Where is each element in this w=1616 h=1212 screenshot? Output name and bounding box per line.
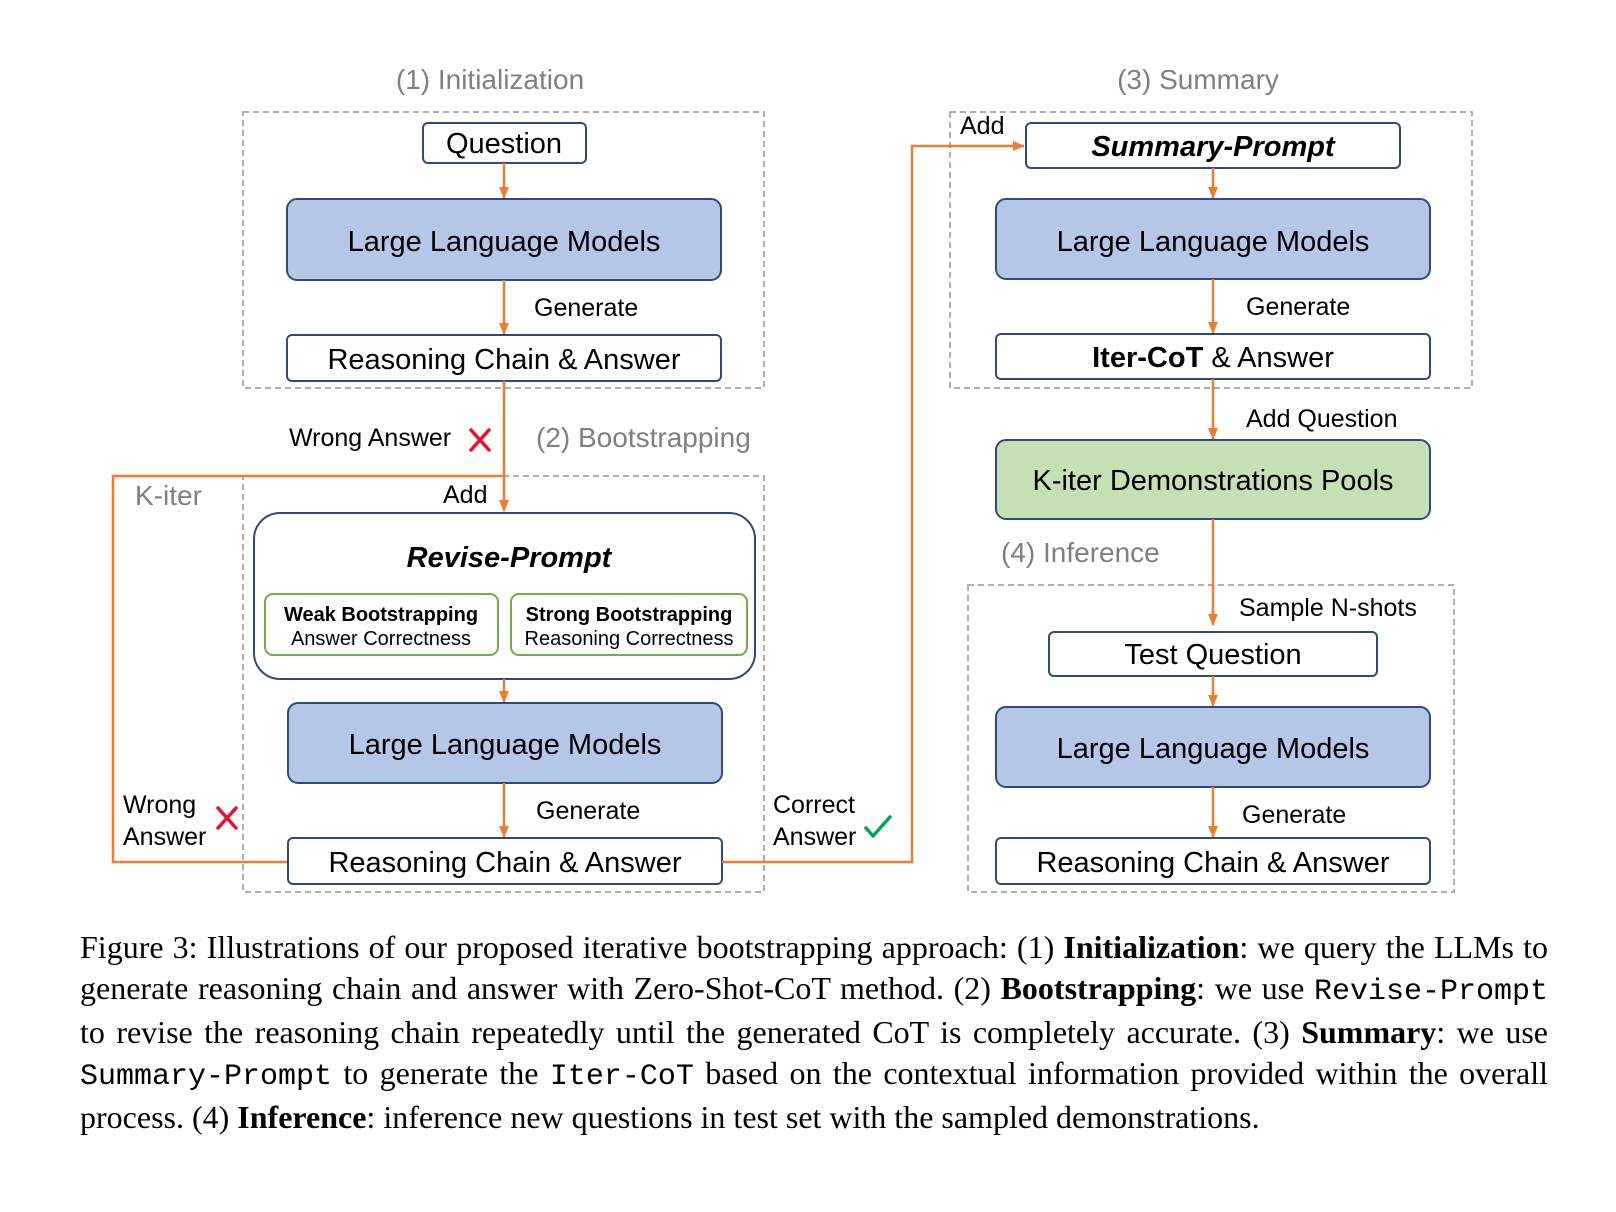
k-iter-loop-line [111, 474, 504, 864]
caption-text-2: : we query the LLMs to generate reasonin… [80, 929, 1549, 1006]
caption-bold-inference: Inference [237, 1099, 367, 1135]
summary-frame [949, 111, 1473, 389]
revise-prompt-label: Revise-Prompt [407, 542, 613, 574]
question-label: Question [446, 128, 562, 160]
itercot-rest: & Answer [1203, 342, 1334, 374]
caption-text-3: : we use [1196, 969, 1314, 1006]
test-question-label: Test Question [1124, 639, 1301, 671]
generate-label-init: Generate [534, 294, 638, 322]
reasoning-chain-label-inference: Reasoning Chain & Answer [1036, 847, 1389, 879]
caption-code-itercot: Iter-CoT [549, 1059, 694, 1094]
caption-code-revise-prompt: Revise-Prompt [1313, 974, 1549, 1009]
sample-nshots-label: Sample N-shots [1239, 594, 1417, 622]
initialization-frame [242, 111, 765, 389]
caption-text-4: to revise the reasoning chain repeatedly… [80, 1014, 1302, 1050]
llm-label-boot: Large Language Models [349, 729, 662, 761]
weak-bootstrapping-sub: Answer Correctness [291, 628, 471, 650]
caption-bold-initialization: Initialization [1063, 929, 1240, 965]
generate-label-boot: Generate [536, 797, 640, 825]
demonstration-pools-label: K-iter Demonstrations Pools [1032, 465, 1393, 497]
reasoning-chain-box-inference [995, 837, 1431, 885]
wrong-answer-label-top: Wrong Answer [289, 424, 451, 452]
caption-text-1: Figure 3: Illustrations of our proposed … [80, 929, 1064, 965]
answer-label-left: Answer [123, 823, 206, 851]
weak-bootstrapping-title: Weak Bootstrapping [284, 604, 478, 626]
add-question-label: Add Question [1246, 405, 1398, 433]
strong-bootstrapping-sub: Reasoning Correctness [525, 628, 734, 650]
llm-label-summary: Large Language Models [1057, 226, 1370, 258]
section-title-bootstrapping: (2) Bootstrapping [536, 422, 751, 453]
correct-answer-path [722, 141, 1025, 864]
caption-bold-summary: Summary [1301, 1014, 1437, 1050]
caption-text-7: based on the contextual information prov… [80, 1054, 1549, 1136]
llm-label-inference: Large Language Models [1057, 733, 1370, 765]
caption-code-summary-prompt: Summary-Prompt [80, 1059, 333, 1094]
flow-diagram: (1) Initialization (3) Summary (2) Boots… [111, 64, 1473, 893]
itercot-bold: Iter-CoT [1092, 342, 1203, 374]
correct-label: Correct [773, 791, 855, 819]
generate-label-inference: Generate [1242, 801, 1346, 829]
section-title-initialization: (1) Initialization [396, 64, 584, 95]
generate-label-summary: Generate [1246, 293, 1350, 321]
itercot-label: Iter-CoT & Answer [1092, 342, 1334, 374]
caption-text-5: : we use [1436, 1014, 1549, 1050]
summary-prompt-label: Summary-Prompt [1091, 131, 1336, 163]
add-label-boot: Add [443, 481, 487, 509]
weak-bootstrapping-box [264, 593, 499, 656]
wrong-label-left: Wrong [123, 791, 196, 819]
inference-frame [967, 584, 1455, 893]
strong-bootstrapping-box [510, 593, 748, 656]
strong-bootstrapping-title: Strong Bootstrapping [526, 604, 733, 626]
cross-icon [216, 806, 238, 830]
section-title-inference: (4) Inference [1001, 537, 1160, 568]
add-label-summary: Add [960, 112, 1004, 140]
k-iter-label: K-iter [135, 480, 202, 511]
caption-bold-bootstrapping: Bootstrapping [1000, 969, 1197, 1006]
section-title-summary: (3) Summary [1117, 64, 1279, 95]
llm-label-init: Large Language Models [348, 226, 661, 258]
reasoning-chain-label-init: Reasoning Chain & Answer [327, 344, 680, 376]
figure-caption: Figure 3: Illustrations of our proposed … [80, 927, 1548, 1138]
reasoning-chain-label-boot: Reasoning Chain & Answer [328, 847, 681, 879]
check-icon [864, 815, 892, 838]
cross-icon [469, 428, 491, 452]
answer-label-right: Answer [773, 823, 856, 851]
caption-text-8: : inference new questions in test set wi… [366, 1099, 1260, 1135]
caption-text-6: to generate the [332, 1054, 550, 1091]
